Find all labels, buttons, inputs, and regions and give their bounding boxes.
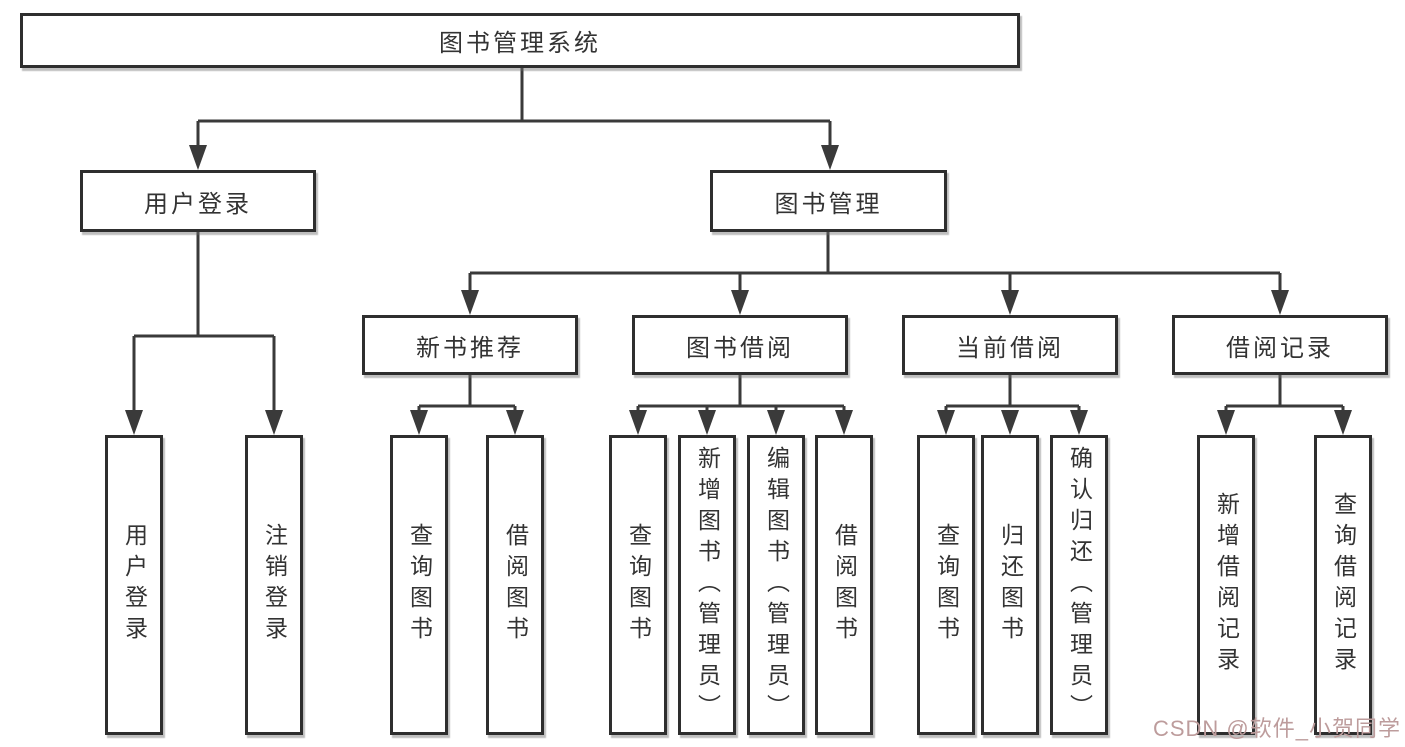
node-current-borrow: 当前借阅 <box>902 315 1118 375</box>
node-borrow-records-label: 借阅记录 <box>1226 334 1334 362</box>
leaf-query-books-borrow: 查询图书 <box>609 435 667 735</box>
leaf-return-book-label: 归还图书 <box>997 523 1024 647</box>
node-user-login: 用户登录 <box>80 170 316 232</box>
leaf-add-borrow-record: 新增借阅记录 <box>1197 435 1255 735</box>
leaf-edit-book-admin-label: 编辑图书（管理员） <box>763 445 790 725</box>
node-user-login-label: 用户登录 <box>144 190 252 218</box>
node-borrow-records: 借阅记录 <box>1172 315 1388 375</box>
leaf-query-borrow-record-label: 查询借阅记录 <box>1330 492 1357 678</box>
leaf-borrow-books: 借阅图书 <box>815 435 873 735</box>
leaf-user-login-label: 用户登录 <box>121 523 148 647</box>
node-new-book-recommend-label: 新书推荐 <box>416 334 524 362</box>
leaf-query-books-current: 查询图书 <box>917 435 975 735</box>
leaf-add-borrow-record-label: 新增借阅记录 <box>1213 492 1240 678</box>
leaf-borrow-books-recommend-label: 借阅图书 <box>502 523 529 647</box>
node-book-management: 图书管理 <box>710 170 947 232</box>
leaf-logout-label: 注销登录 <box>261 523 288 647</box>
node-new-book-recommend: 新书推荐 <box>362 315 578 375</box>
leaf-logout: 注销登录 <box>245 435 303 735</box>
node-book-management-label: 图书管理 <box>774 190 883 218</box>
node-book-borrow: 图书借阅 <box>632 315 848 375</box>
leaf-query-books-recommend: 查询图书 <box>390 435 448 735</box>
leaf-return-book: 归还图书 <box>981 435 1039 735</box>
leaf-confirm-return-admin-label: 确认归还（管理员） <box>1066 445 1093 725</box>
leaf-confirm-return-admin: 确认归还（管理员） <box>1050 435 1108 735</box>
leaf-add-book-admin: 新增图书（管理员） <box>678 435 736 735</box>
leaf-query-books-borrow-label: 查询图书 <box>625 523 652 647</box>
csdn-watermark: CSDN @软件_小贺同学 <box>1152 716 1401 741</box>
arrowheads <box>125 145 1352 435</box>
leaf-edit-book-admin: 编辑图书（管理员） <box>747 435 805 735</box>
leaf-query-borrow-record: 查询借阅记录 <box>1314 435 1372 735</box>
leaf-query-books-current-label: 查询图书 <box>933 523 960 647</box>
leaf-add-book-admin-label: 新增图书（管理员） <box>694 445 721 725</box>
node-current-borrow-label: 当前借阅 <box>956 334 1064 362</box>
node-library-system: 图书管理系统 <box>20 13 1020 68</box>
leaf-query-books-recommend-label: 查询图书 <box>406 523 433 647</box>
leaf-borrow-books-recommend: 借阅图书 <box>486 435 544 735</box>
leaf-user-login: 用户登录 <box>105 435 163 735</box>
leaf-borrow-books-label: 借阅图书 <box>831 523 858 647</box>
node-book-borrow-label: 图书借阅 <box>686 334 794 362</box>
node-library-system-label: 图书管理系统 <box>439 30 601 57</box>
